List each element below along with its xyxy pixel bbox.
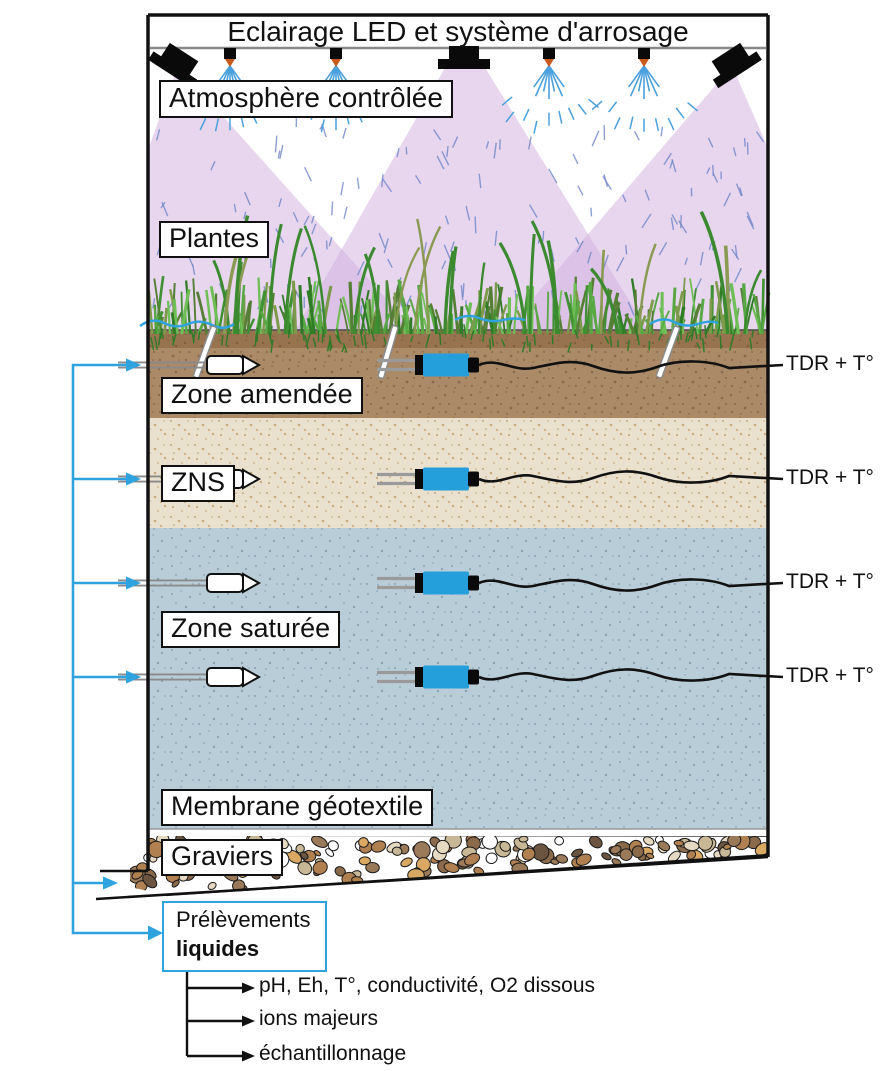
label-tdr-4: TDR + T° xyxy=(786,664,874,687)
liquid-sampling-box: Prélèvements liquides xyxy=(162,901,327,973)
analyses-arrowheads xyxy=(242,982,255,1062)
porous-cup-sampler xyxy=(118,572,262,594)
zns-zone-fill xyxy=(148,418,768,528)
sprinkler-nozzle-icon xyxy=(330,48,342,67)
diagram-title: Eclairage LED et système d'arrosage xyxy=(227,16,689,47)
led-lamp-center xyxy=(438,46,490,69)
drain-outlet xyxy=(95,855,769,901)
analysis-item-physchem: pH, Eh, T°, conductivité, O2 dissous xyxy=(259,974,595,997)
tdr-probe xyxy=(377,665,784,689)
sensor-row xyxy=(118,571,784,595)
led-lamp-right xyxy=(711,42,762,89)
liquid-sampling-line2: liquides xyxy=(176,935,260,961)
sprinkler-nozzle-icon xyxy=(638,48,650,67)
label-controlled-atmosphere: Atmosphère contrôlée xyxy=(159,80,453,119)
geotextile-membrane xyxy=(148,828,768,838)
label-plants: Plantes xyxy=(159,221,270,259)
surface-water xyxy=(139,314,719,329)
label-amended-zone: Zone amendée xyxy=(161,377,363,415)
analysis-item-major-ions: ions majeurs xyxy=(259,1007,379,1030)
tank-frame xyxy=(146,13,770,871)
sprinkler-nozzle-icon xyxy=(543,48,555,67)
tdr-probe xyxy=(377,571,784,595)
tdr-cable xyxy=(478,668,784,682)
label-zns: ZNS xyxy=(161,465,235,503)
liquid-sampling-lines xyxy=(71,358,163,941)
analysis-item-sampling: échantillonnage xyxy=(259,1042,407,1065)
tdr-cable xyxy=(478,360,784,374)
label-gravel: Graviers xyxy=(161,839,284,877)
tdr-probe xyxy=(377,353,784,377)
tdr-cable xyxy=(478,578,784,592)
led-lamp-left xyxy=(148,42,199,89)
tdr-probe xyxy=(377,467,784,491)
label-tdr-1: TDR + T° xyxy=(786,352,874,375)
tdr-cable xyxy=(478,470,784,484)
sampling-arrowheads xyxy=(103,358,163,941)
sprinkler-nozzle-icon xyxy=(224,48,236,67)
liquid-sampling-line1: Prélèvements xyxy=(176,907,311,932)
label-saturated-zone: Zone saturée xyxy=(161,611,341,649)
label-tdr-2: TDR + T° xyxy=(786,466,874,489)
analyses-tree xyxy=(185,963,243,1058)
grass-plants xyxy=(147,210,771,353)
label-tdr-3: TDR + T° xyxy=(786,570,874,593)
sprinkler-nozzles xyxy=(224,48,650,67)
label-geotextile-membrane: Membrane géotextile xyxy=(161,789,434,827)
